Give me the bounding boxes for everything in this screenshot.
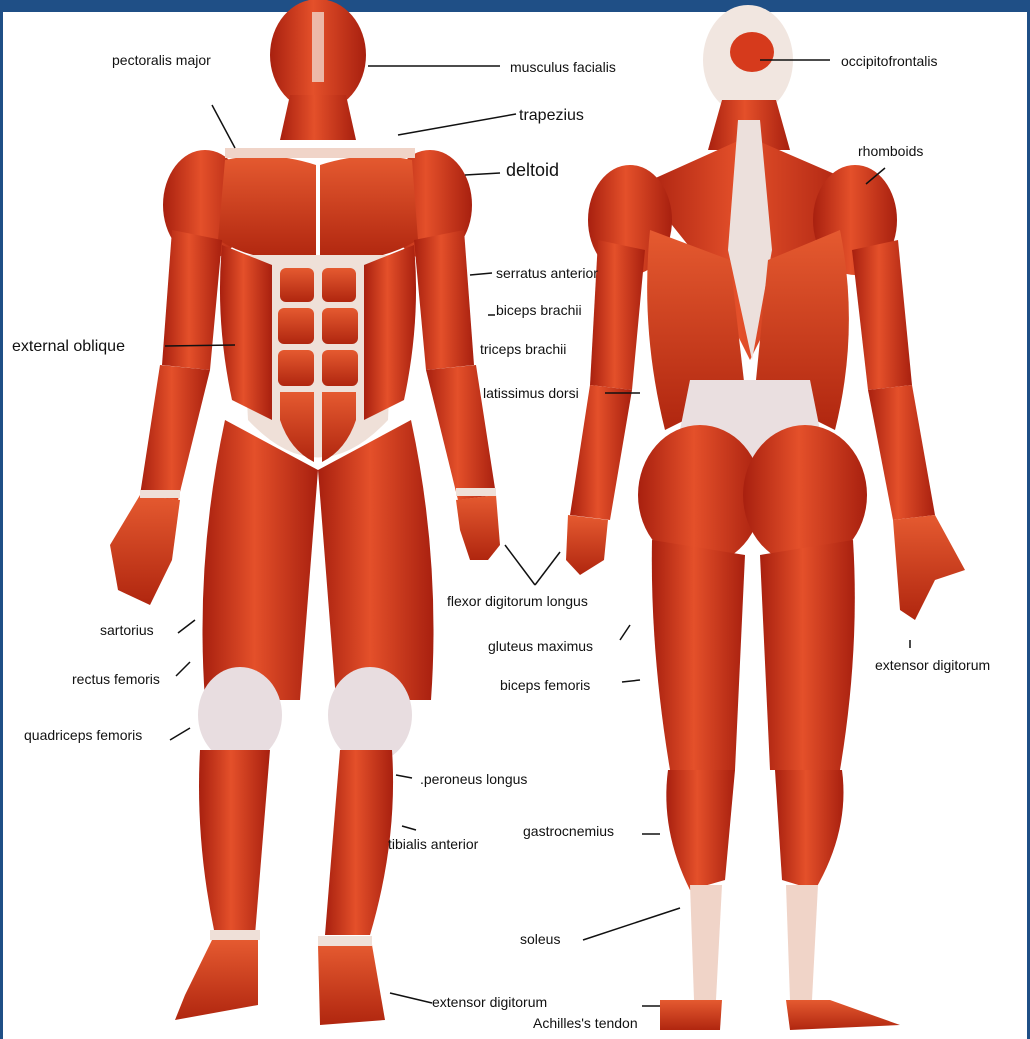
front-right-knee — [328, 667, 412, 763]
front-right-oblique — [364, 245, 416, 420]
front-left-thigh — [203, 420, 319, 700]
front-left-foot — [175, 940, 258, 1020]
label-musculus-facialis: musculus facialis — [510, 59, 616, 75]
front-left-pectoral — [218, 156, 316, 259]
front-right-shin — [325, 750, 393, 935]
label-extensor-digitorum-foot: extensor digitorum — [432, 994, 547, 1010]
label-soleus: soleus — [520, 931, 560, 947]
label-triceps-brachii: triceps brachii — [480, 341, 592, 357]
back-occipital — [730, 32, 774, 72]
back-left-forearm — [570, 385, 632, 520]
label-external-oblique: external oblique — [12, 338, 162, 356]
front-left-oblique — [220, 245, 272, 420]
back-right-foot — [786, 1000, 900, 1030]
label-deltoid: deltoid — [506, 160, 559, 180]
label-quadriceps-femoris: quadriceps femoris — [24, 727, 142, 743]
front-forehead-tendon — [312, 12, 324, 82]
back-left-hamstring — [652, 540, 745, 770]
front-right-thigh — [318, 420, 434, 700]
label-tibialis-anterior: tibialis anterior — [388, 836, 478, 852]
back-left-foot — [660, 1000, 722, 1030]
front-right-foot — [318, 945, 385, 1025]
front-left-wrist-band — [140, 490, 180, 498]
front-clavicle-tendon — [225, 148, 415, 158]
back-right-upper-arm — [852, 240, 912, 390]
label-gastrocnemius: gastrocnemius — [523, 823, 614, 839]
label-rhomboids: rhomboids — [858, 143, 923, 159]
label-serratus-anterior: serratus anterior — [496, 265, 598, 281]
front-left-hand — [110, 495, 180, 605]
front-left-upper-arm — [162, 230, 222, 370]
label-biceps-brachii: biceps brachii — [496, 302, 612, 318]
label-biceps-femoris: biceps femoris — [500, 677, 590, 693]
front-muscular-figure — [110, 0, 500, 1025]
label-trapezius: trapezius — [519, 107, 584, 125]
front-left-forearm — [140, 365, 210, 500]
label-pectoralis-major: pectoralis major — [112, 52, 211, 68]
back-left-gastrocnemius — [666, 770, 735, 890]
back-right-gastrocnemius — [775, 770, 843, 890]
label-peroneus-longus: .peroneus longus — [420, 771, 527, 787]
label-extensor-digitorum-arm: extensor digitorum — [875, 657, 990, 673]
label-latissimus-dorsi: latissimus dorsi — [483, 385, 603, 401]
front-right-ankle-band — [318, 936, 372, 946]
label-gluteus-maximus: gluteus maximus — [488, 638, 593, 654]
front-left-shin — [199, 750, 270, 935]
back-left-hand — [566, 515, 608, 575]
back-right-achilles — [786, 885, 818, 1000]
front-left-knee — [198, 667, 282, 763]
front-neck — [280, 95, 356, 140]
front-right-hand — [456, 495, 500, 560]
front-right-pectoral — [320, 156, 418, 259]
label-sartorius: sartorius — [100, 622, 154, 638]
front-right-wrist-band — [456, 488, 496, 496]
label-achilles-tendon: Achilles's tendon — [533, 1015, 638, 1031]
back-left-achilles — [690, 885, 722, 1000]
front-right-upper-arm — [414, 230, 474, 370]
back-right-forearm — [868, 385, 935, 520]
front-left-ankle-band — [210, 930, 260, 940]
label-flexor-digitorum-longus: flexor digitorum longus — [447, 593, 588, 609]
back-right-hamstring — [760, 540, 855, 770]
label-rectus-femoris: rectus femoris — [72, 671, 160, 687]
label-occipitofrontalis: occipitofrontalis — [841, 53, 938, 69]
back-right-hand — [893, 515, 965, 620]
